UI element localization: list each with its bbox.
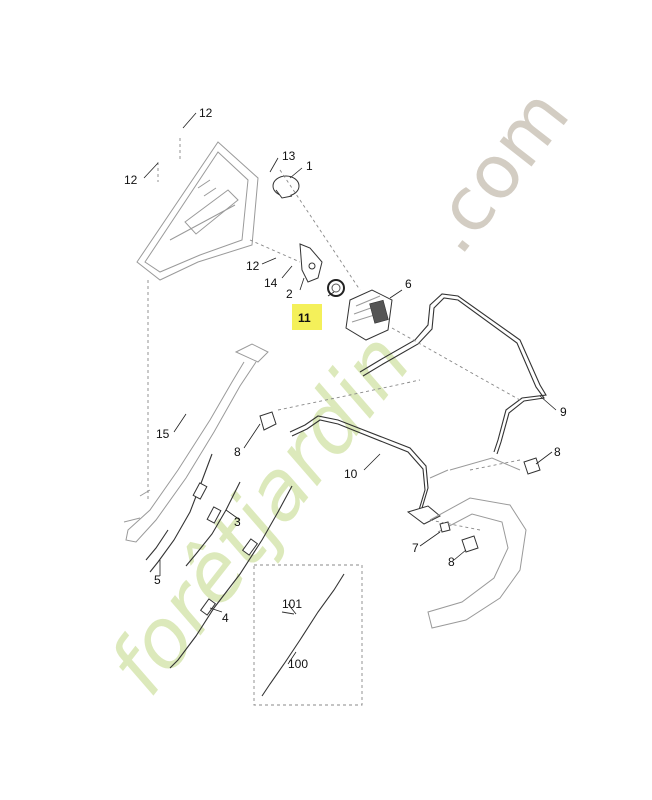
highlight-part-11 [292,304,322,330]
callout-100: 100 [288,657,308,671]
lower-frame [427,457,527,629]
callout-8-bottom: 8 [448,555,455,569]
construction-lines [147,138,521,531]
part-lever [299,243,323,283]
callout-12-mid: 12 [246,259,260,273]
watermark: forêtjardin .com [91,73,586,712]
callout-8-left: 8 [234,445,241,459]
watermark-domain: .com [406,73,586,269]
part-knob [272,175,300,199]
callout-1: 1 [306,159,313,173]
callout-4: 4 [222,611,229,625]
part-clips [259,411,541,553]
callouts: 12 12 13 1 12 14 2 11 6 9 15 8 10 8 3 5 … [124,106,567,671]
callout-13: 13 [282,149,296,163]
callout-6: 6 [405,277,412,291]
callout-8-right: 8 [554,445,561,459]
callout-9: 9 [560,405,567,419]
callout-14: 14 [264,276,278,290]
callout-7: 7 [412,541,419,555]
cables [145,453,293,669]
callout-12-left: 12 [124,173,138,187]
callout-3: 3 [234,515,241,529]
callout-11: 11 [298,311,311,325]
callout-15: 15 [156,427,170,441]
leader-lines [143,112,557,665]
part-bail-rod [359,293,547,455]
callout-101: 101 [282,597,302,611]
kit-box [253,564,363,706]
part-ring [327,279,345,297]
watermark-brand: forêtjardin [91,316,430,712]
callout-2: 2 [286,287,293,301]
part-cable-guide [345,289,393,341]
part-drive-rod [289,415,441,525]
callout-10: 10 [344,467,358,481]
callout-12-top: 12 [199,106,213,120]
callout-5: 5 [154,573,161,587]
handle-cover [136,141,259,281]
